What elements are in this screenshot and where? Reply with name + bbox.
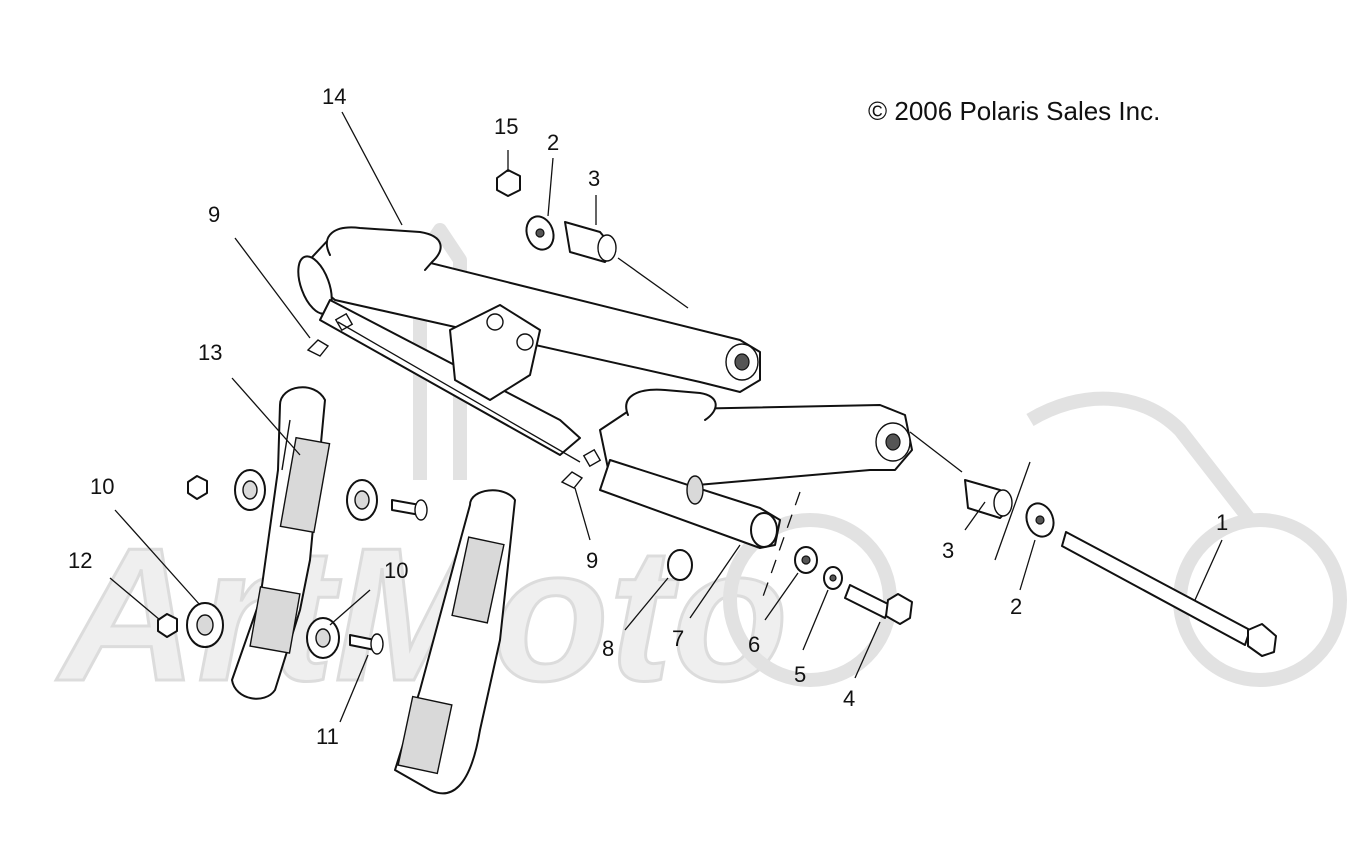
callout-4: 4 <box>843 686 855 711</box>
upper-arm-front-handle <box>625 388 717 421</box>
torque-link-left <box>231 386 331 700</box>
washer-2-top-hole <box>535 228 545 238</box>
nut-upper <box>187 475 208 500</box>
callout-labels: 14 15 2 3 9 13 10 12 10 11 9 8 7 6 5 4 3… <box>68 84 1228 749</box>
nut-15 <box>496 169 521 197</box>
washer-6-hole <box>801 555 811 565</box>
pivot-shaft-end <box>750 512 778 548</box>
torque-link-plate-upper <box>451 536 505 624</box>
grease-fitting-lower <box>582 448 602 468</box>
torque-link-right <box>394 489 516 795</box>
callout-6: 6 <box>748 632 760 657</box>
leader-11 <box>339 654 369 723</box>
hardware-parts <box>306 169 1277 657</box>
callout-15: 15 <box>494 114 518 139</box>
leader-3b <box>964 501 986 531</box>
leader-3b-tail <box>909 431 963 473</box>
pivot-shaft <box>599 459 781 549</box>
washer-10-upper-left-hub <box>242 480 258 500</box>
leader-2a <box>547 157 554 217</box>
leader-3a-tail <box>617 257 689 309</box>
centerline-2 <box>994 461 1031 561</box>
leader-6 <box>764 572 799 621</box>
pin-upper-head <box>414 499 428 521</box>
lock-washer-5-hole <box>829 574 837 582</box>
washer-10-upper-right-hub <box>354 490 370 510</box>
upper-arm-assembly <box>297 226 913 549</box>
bracket-hole <box>516 333 534 351</box>
leader-9a <box>234 237 311 339</box>
bracket-hole <box>486 313 504 331</box>
bolt-1-shank <box>1061 531 1251 646</box>
bushing-3-top-end <box>597 234 617 262</box>
leader-7 <box>689 544 741 619</box>
pivot-shaft-collar <box>686 475 704 505</box>
callout-10: 10 <box>384 558 408 583</box>
torque-link-13-plate-lower <box>249 586 301 654</box>
leader-10a <box>114 509 201 606</box>
watermark-wheel-icon <box>1173 513 1347 687</box>
leader-12 <box>109 577 161 621</box>
leader-1 <box>1194 539 1223 601</box>
leader-9b <box>574 487 591 541</box>
callout-9: 9 <box>586 548 598 573</box>
upper-arm-rear-handle <box>325 226 442 271</box>
callout-3: 3 <box>942 538 954 563</box>
callout-3: 3 <box>588 166 600 191</box>
link-hardware <box>157 469 428 659</box>
callout-2: 2 <box>547 130 559 155</box>
torque-link-13-detail <box>281 419 291 471</box>
washer-10-lower-left-hub <box>196 614 214 636</box>
bushing-3-right-end <box>993 489 1013 517</box>
o-ring-8 <box>667 549 693 581</box>
callout-8: 8 <box>602 636 614 661</box>
callout-14: 14 <box>322 84 346 109</box>
grease-fitting-9-mid <box>560 471 584 489</box>
callout-11: 11 <box>316 724 339 749</box>
washer-2-right-hole <box>1035 515 1045 525</box>
bolt-4-shank <box>844 584 891 619</box>
leader-8 <box>624 577 669 631</box>
callout-2: 2 <box>1010 594 1022 619</box>
upper-arm-pivot-bracket <box>449 304 541 401</box>
callout-12: 12 <box>68 548 92 573</box>
watermark-lettering: ArtMoto <box>56 509 788 721</box>
leader-5 <box>802 589 829 651</box>
callout-13: 13 <box>198 340 222 365</box>
callout-1: 1 <box>1216 510 1228 535</box>
copyright-text: © 2006 Polaris Sales Inc. <box>868 96 1160 126</box>
washer-10-lower-right-hub <box>315 628 331 648</box>
watermark-logo: ArtMoto <box>55 223 1347 723</box>
torque-link-plate-lower <box>397 695 453 775</box>
upper-arm-cross-tube <box>319 299 581 456</box>
centerline-6 <box>759 491 801 606</box>
grease-fitting-9-left <box>306 339 330 357</box>
torque-link-13-plate-upper <box>279 436 331 534</box>
leader-lines <box>109 111 1223 723</box>
nut-12 <box>157 613 178 638</box>
callout-7: 7 <box>672 626 684 651</box>
leader-2b <box>1019 539 1036 591</box>
upper-arm-front-bushing-hole <box>885 433 901 451</box>
leader-14 <box>341 111 403 226</box>
leader-13 <box>231 377 301 456</box>
leader-4 <box>854 621 881 679</box>
leader-9-shaft <box>337 321 581 463</box>
pin-11-head <box>370 633 384 655</box>
watermark-frame-icon <box>1026 391 1256 525</box>
leader-10b <box>329 589 371 626</box>
callout-10: 10 <box>90 474 114 499</box>
callout-5: 5 <box>794 662 806 687</box>
upper-arm-rear-bushing-hole <box>734 353 750 371</box>
bolt-4-head <box>885 593 913 625</box>
bolt-1-head <box>1247 623 1277 657</box>
callout-9: 9 <box>208 202 220 227</box>
